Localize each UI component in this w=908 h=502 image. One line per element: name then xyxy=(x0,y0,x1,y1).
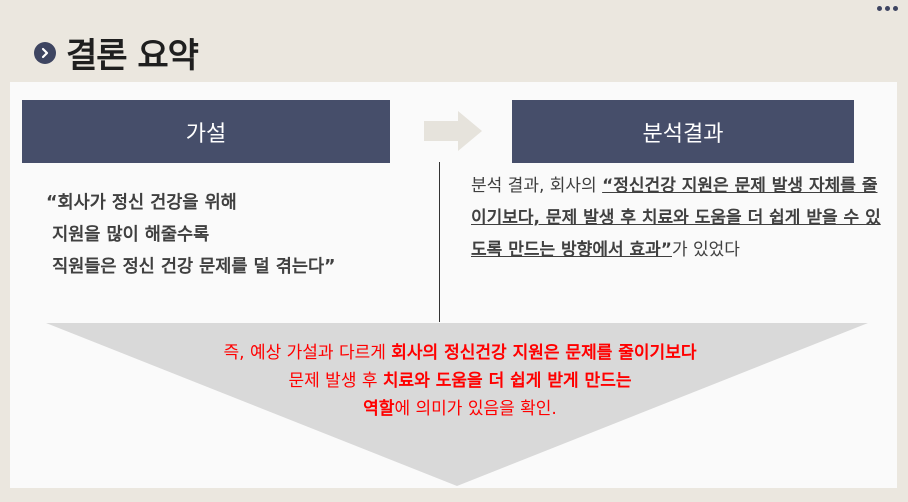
arrow-right-icon xyxy=(424,111,482,151)
more-dots-icon[interactable] xyxy=(877,6,898,11)
content-panel: 가설 분석결과 “회사가 정신 건강을 위해 지원을 많이 해줄수록 직원들은 … xyxy=(10,82,897,488)
result-suffix: 가 있었다 xyxy=(671,240,740,260)
conclusion-l3-normal: 에 의미가 있음을 확인. xyxy=(394,399,557,419)
result-prefix: 분석 결과, 회사의 xyxy=(471,176,603,196)
result-header: 분석결과 xyxy=(512,100,854,163)
conclusion-l2-bold: 치료와 도움을 더 쉽게 받게 만드는 xyxy=(382,371,632,391)
conclusion-l1-bold: 회사의 정신건강 지원은 문제를 줄이기보다 xyxy=(391,343,697,363)
divider xyxy=(439,162,440,322)
header: 결론 요약 xyxy=(34,28,199,77)
hypothesis-text: “회사가 정신 건강을 위해 지원을 많이 해줄수록 직원들은 정신 건강 문제… xyxy=(46,187,426,283)
conclusion-l3-bold: 역할 xyxy=(363,399,395,419)
chevron-right-circle-icon xyxy=(34,41,56,64)
hypothesis-header: 가설 xyxy=(22,100,390,163)
conclusion-line-2: 문제 발생 후 치료와 도움을 더 쉽게 받게 만드는 xyxy=(130,367,790,395)
conclusion-line-1: 즉, 예상 가설과 다르게 회사의 정신건강 지원은 문제를 줄이기보다 xyxy=(130,339,790,367)
conclusion-text: 즉, 예상 가설과 다르게 회사의 정신건강 지원은 문제를 줄이기보다 문제 … xyxy=(130,339,790,423)
conclusion-line-3: 역할에 의미가 있음을 확인. xyxy=(130,395,790,423)
conclusion-l1-normal: 즉, 예상 가설과 다르게 xyxy=(223,343,392,363)
conclusion-funnel xyxy=(46,323,868,486)
page-title: 결론 요약 xyxy=(66,36,199,76)
hypothesis-line: “회사가 정신 건강을 위해 xyxy=(46,193,237,213)
conclusion-l2-normal: 문제 발생 후 xyxy=(288,371,383,391)
result-emphasis: “정신건강 지원은 문제 발생 자체를 줄이기보다, 문제 발생 후 치료와 도… xyxy=(471,176,881,260)
hypothesis-line: 지원을 많이 해줄수록 xyxy=(46,225,210,245)
hypothesis-line: 직원들은 정신 건강 문제를 덜 겪는다” xyxy=(46,257,336,277)
result-text: 분석 결과, 회사의 “정신건강 지원은 문제 발생 자체를 줄이기보다, 문제… xyxy=(471,170,891,266)
